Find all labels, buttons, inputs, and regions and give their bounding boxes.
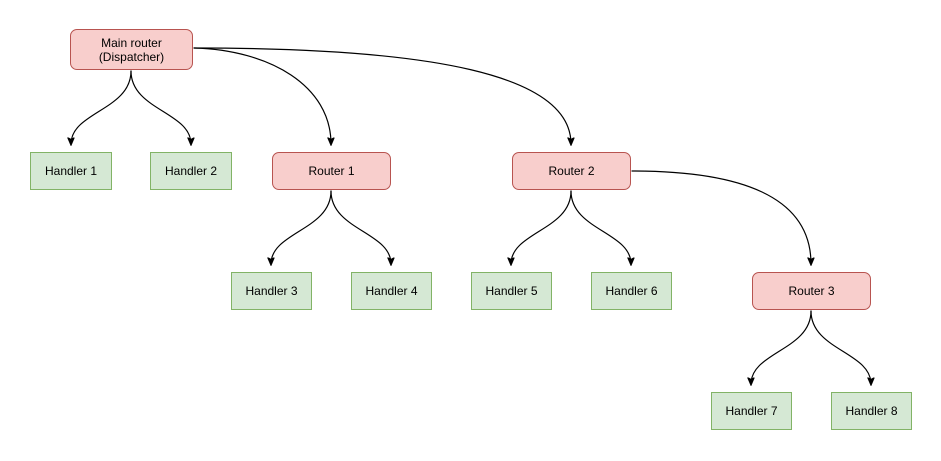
node-handler-2[interactable]: Handler 2 bbox=[150, 152, 232, 190]
node-handler-1[interactable]: Handler 1 bbox=[30, 152, 112, 190]
node-label-handler-5: Handler 5 bbox=[485, 284, 538, 298]
edge-main-to-handler-1 bbox=[71, 70, 132, 144]
node-label-main-router: Main router (Dispatcher) bbox=[98, 35, 165, 64]
node-label-handler-8: Handler 8 bbox=[845, 404, 898, 418]
node-handler-5[interactable]: Handler 5 bbox=[471, 272, 552, 310]
node-label-handler-7: Handler 7 bbox=[725, 404, 778, 418]
node-label-handler-3: Handler 3 bbox=[245, 284, 298, 298]
node-label-handler-4: Handler 4 bbox=[365, 284, 418, 298]
node-handler-8[interactable]: Handler 8 bbox=[831, 392, 912, 430]
edge-router-2-to-handler-5 bbox=[511, 190, 572, 264]
edge-router-1-to-handler-4 bbox=[330, 190, 391, 264]
edge-router-3-to-handler-8 bbox=[810, 310, 871, 384]
node-handler-4[interactable]: Handler 4 bbox=[351, 272, 432, 310]
edge-main-to-router-1 bbox=[193, 47, 331, 144]
node-router-1[interactable]: Router 1 bbox=[272, 152, 391, 190]
node-label-router-1: Router 1 bbox=[308, 164, 355, 178]
node-main-router[interactable]: Main router (Dispatcher) bbox=[70, 29, 193, 70]
node-router-2[interactable]: Router 2 bbox=[512, 152, 631, 190]
edge-router-1-to-handler-3 bbox=[271, 190, 332, 264]
node-router-3[interactable]: Router 3 bbox=[752, 272, 871, 310]
node-label-handler-1: Handler 1 bbox=[44, 164, 98, 178]
node-handler-7[interactable]: Handler 7 bbox=[711, 392, 792, 430]
node-handler-6[interactable]: Handler 6 bbox=[591, 272, 672, 310]
edge-router-2-to-handler-6 bbox=[570, 190, 631, 264]
node-label-router-3: Router 3 bbox=[788, 284, 835, 298]
edge-main-to-router-2 bbox=[193, 47, 571, 144]
node-label-router-2: Router 2 bbox=[548, 164, 595, 178]
edge-router-2-to-router-3 bbox=[631, 170, 811, 264]
node-label-handler-2: Handler 2 bbox=[164, 164, 218, 178]
node-label-handler-6: Handler 6 bbox=[605, 284, 658, 298]
edge-main-to-handler-2 bbox=[130, 70, 191, 144]
node-handler-3[interactable]: Handler 3 bbox=[231, 272, 312, 310]
edge-router-3-to-handler-7 bbox=[751, 310, 812, 384]
